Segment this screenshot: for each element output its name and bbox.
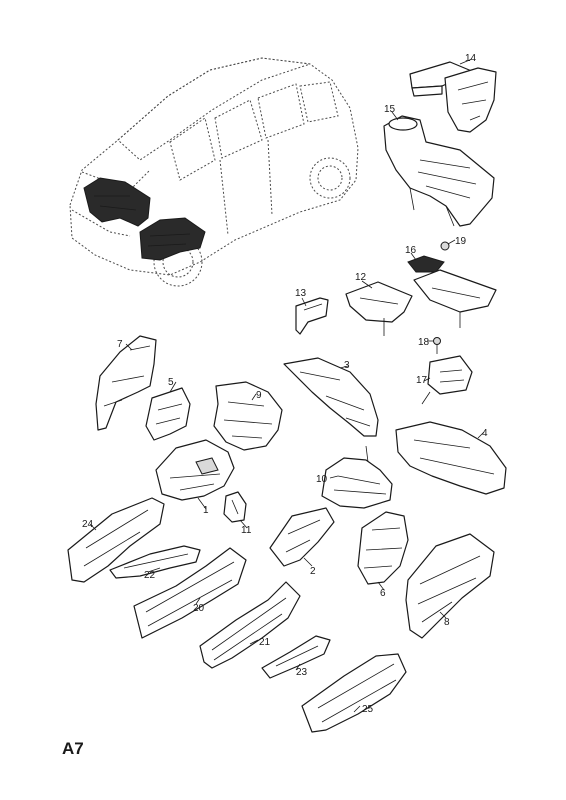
vehicle-outline	[69, 57, 359, 287]
part-2	[269, 507, 335, 567]
callout-10: 10	[316, 474, 328, 485]
callout-14: 14	[465, 53, 477, 64]
part-20	[133, 547, 247, 639]
part-6	[357, 511, 409, 585]
part-13	[295, 297, 329, 335]
callout-13: 13	[295, 288, 307, 299]
part-18	[433, 337, 441, 354]
part-1	[155, 439, 235, 501]
callout-21: 21	[259, 637, 271, 648]
part-5	[145, 387, 191, 441]
part-21	[199, 581, 301, 669]
part-8	[405, 533, 495, 639]
callout-18: 18	[418, 337, 430, 348]
page-code: A7	[62, 739, 84, 758]
callout-16: 16	[405, 245, 417, 256]
callout-23: 23	[296, 667, 308, 678]
callout-7: 7	[117, 339, 123, 350]
part-11	[223, 491, 247, 523]
callout-labels: 14 15 16 19 12 13 18 17 3 4 7 5 9 1 11 1…	[82, 53, 488, 715]
part-12b	[413, 269, 497, 328]
callout-8: 8	[444, 617, 450, 628]
part-14	[409, 61, 497, 133]
part-3	[283, 357, 379, 437]
part-25	[301, 653, 407, 733]
callout-12: 12	[355, 272, 367, 283]
part-9	[213, 381, 283, 451]
part-22	[109, 545, 201, 579]
part-15	[383, 115, 495, 227]
callout-25: 25	[362, 704, 374, 715]
callout-6: 6	[380, 588, 386, 599]
part-12	[345, 281, 413, 336]
callout-22: 22	[144, 570, 156, 581]
part-24	[67, 497, 165, 583]
part-23	[261, 635, 331, 679]
part-7	[95, 335, 157, 431]
callout-4: 4	[482, 428, 488, 439]
part-10	[321, 445, 393, 509]
part-17	[421, 355, 473, 405]
callout-17: 17	[416, 375, 428, 386]
callout-9: 9	[256, 390, 262, 401]
callout-24: 24	[82, 519, 94, 530]
callout-20: 20	[193, 603, 205, 614]
part-19	[440, 241, 450, 251]
callout-5: 5	[168, 377, 174, 388]
callout-1: 1	[203, 505, 209, 516]
part-4	[395, 421, 507, 495]
callout-19: 19	[455, 236, 467, 247]
leader-lines	[89, 58, 485, 713]
callout-3: 3	[344, 360, 350, 371]
callout-11: 11	[241, 525, 252, 536]
callout-2: 2	[310, 566, 316, 577]
part-16	[407, 255, 445, 273]
callout-15: 15	[384, 104, 396, 115]
